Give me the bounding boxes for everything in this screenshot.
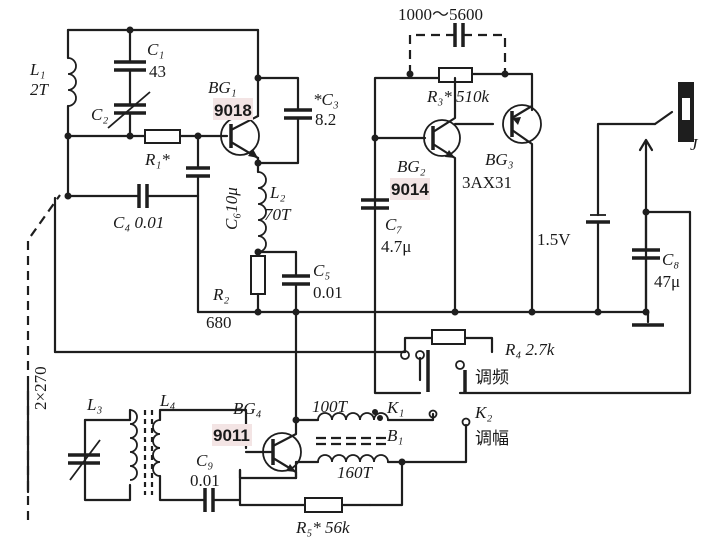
label-c3-value: 8.2: [315, 110, 336, 129]
label-am: 调幅: [475, 429, 509, 448]
resistor-r4: [431, 329, 466, 345]
label-c9: C₉: [196, 451, 213, 470]
label-turns-100: 100T: [312, 397, 349, 416]
label-b1: B₁: [387, 426, 403, 445]
label-l1-turns: 2T: [30, 80, 50, 99]
label-k1: K₁: [386, 398, 404, 417]
feedback-capacitor-dashed: [408, 23, 507, 74]
resistor-r2: [250, 255, 266, 295]
resistor-r5: [304, 497, 343, 513]
label-r4: R₄ 2.7k: [504, 340, 555, 359]
label-bg1-type: 9018: [214, 101, 252, 120]
label-c7: C₇: [385, 215, 402, 234]
label-fm: 调频: [475, 368, 509, 387]
label-bg1: BG₁: [208, 78, 237, 97]
transistor-bg4: [244, 418, 302, 480]
label-c8: C₈: [662, 250, 679, 269]
resistor-r1: [144, 129, 181, 144]
label-c7-value: 4.7μ: [381, 237, 411, 256]
label-turns-160: 160T: [337, 463, 374, 482]
label-c6: C₆10μ: [222, 187, 241, 230]
label-bg2: BG₂: [397, 157, 426, 176]
label-l1: L₁: [29, 60, 45, 79]
transistor-bg3: [502, 104, 542, 314]
label-c9-value: 0.01: [190, 471, 220, 490]
label-r2: R₂: [212, 285, 229, 304]
label-feedback-capacitor: 1000～5600: [398, 5, 483, 24]
fm-tank-circuit: [66, 28, 260, 198]
label-c1: C₁: [147, 40, 164, 59]
inductor-l2: [257, 171, 267, 253]
label-l3: L₃: [86, 395, 102, 414]
c2-tuning-arrow: [107, 91, 151, 129]
transistor-bg2: [423, 76, 461, 314]
label-jack: J: [690, 135, 699, 154]
label-r2-value: 680: [206, 313, 232, 332]
label-c5-value: 0.01: [313, 283, 343, 302]
inductor-l1: [67, 57, 77, 107]
label-r5: R₅* 56k: [295, 518, 350, 537]
label-r3: R₃* 510k: [426, 87, 490, 106]
label-l2-turns: 70T: [264, 205, 292, 224]
label-c4: C₄ 0.01: [113, 213, 164, 232]
label-bg4: BG₄: [233, 399, 262, 418]
label-l2: L₂: [269, 183, 285, 202]
label-c8-value: 47μ: [654, 272, 680, 291]
label-k2: K₂: [474, 403, 492, 422]
label-bg3-type: 3AX31: [462, 173, 512, 192]
label-c3: *C₃: [313, 90, 339, 109]
ferrite-antenna: [68, 408, 161, 502]
label-c1-value: 43: [149, 62, 166, 81]
label-gang-capacitor: 2×270: [31, 366, 50, 410]
label-battery: 1.5V: [537, 230, 571, 249]
label-r1: R₁*: [144, 150, 170, 169]
label-bg3: BG₃: [485, 150, 514, 169]
label-c5: C₅: [313, 261, 330, 280]
label-bg4-type: 9011: [213, 426, 250, 445]
label-l4: L₄: [159, 391, 175, 410]
label-c2: C₂: [91, 105, 108, 124]
label-bg2-type: 9014: [391, 180, 429, 199]
